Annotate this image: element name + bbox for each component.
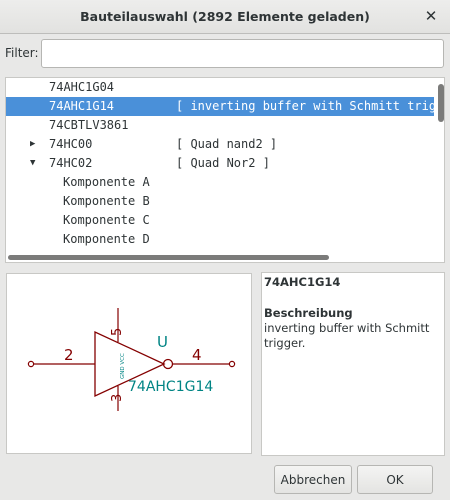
tree-row-name: 74HC02 xyxy=(49,156,93,170)
tree-row-name: Komponente D xyxy=(63,232,150,246)
tree-row-description: [ Quad nand2 ] xyxy=(176,137,278,151)
tree-row-name: Komponente A xyxy=(63,175,150,189)
tree-row-name: 74HC00 xyxy=(49,137,93,151)
tree-row-description: [ inverting buffer with Schmitt trigger … xyxy=(176,99,434,113)
info-part-name: 74AHC1G14 xyxy=(264,275,341,289)
tree-row[interactable]: Komponente A xyxy=(6,173,434,192)
tree-row[interactable]: 74AHC1G14 [ inverting buffer with Schmitt… xyxy=(6,97,434,116)
tree-row[interactable]: Komponente D xyxy=(6,230,434,249)
tree-row[interactable]: Komponente B xyxy=(6,192,434,211)
tree-row-name: Komponente C xyxy=(63,213,150,227)
vertical-scrollbar[interactable] xyxy=(437,78,444,250)
buffer-triangle xyxy=(94,330,166,398)
pin-in-number: 2 xyxy=(64,346,74,364)
horizontal-scrollbar[interactable] xyxy=(6,253,436,261)
tree-row-description: [ Quad Nor2 ] xyxy=(176,156,270,170)
tree-row-name: 74AHC1G14 xyxy=(49,99,115,113)
vertical-scroll-thumb[interactable] xyxy=(438,84,444,122)
cancel-button[interactable]: Abbrechen xyxy=(274,465,352,494)
value-label: 74AHC1G14 xyxy=(128,379,213,395)
tree-row-name: 74AHC1G04 xyxy=(49,80,115,94)
reference-label: U xyxy=(157,333,168,351)
info-panel: 74AHC1G14 Beschreibung inverting buffer … xyxy=(261,272,445,456)
tree-row[interactable]: 74AHC1G04 xyxy=(6,78,434,97)
tree-row-name: 74CBTLV3861 xyxy=(49,118,129,132)
tree-row[interactable]: ▼ 74HC02 [ Quad Nor2 ] xyxy=(6,154,434,173)
tree-row-name: Komponente B xyxy=(63,194,150,208)
info-description-heading: Beschreibung xyxy=(264,306,353,320)
collapsed-arrow-icon[interactable]: ▶ xyxy=(30,139,36,149)
tree-row[interactable]: ▶ 74HC00 [ Quad nand2 ] xyxy=(6,135,434,154)
title-bar: Bauteilauswahl (2892 Elemente geladen) ✕ xyxy=(0,0,450,34)
expanded-arrow-icon[interactable]: ▼ xyxy=(30,158,36,168)
filter-label: Filter: xyxy=(5,46,39,60)
filter-input[interactable] xyxy=(41,39,444,68)
input-pin-end xyxy=(27,360,35,368)
power-pin-names: GND VCC xyxy=(120,353,126,379)
pin-out-number: 4 xyxy=(192,346,202,364)
ok-button[interactable]: OK xyxy=(357,465,433,494)
tree-row[interactable]: 74CBTLV3861 xyxy=(6,116,434,135)
inverter-bubble xyxy=(162,358,174,370)
symbol-preview: 2 4 5 3 GND VCC U 74AHC1G14 xyxy=(6,273,252,454)
window-title: Bauteilauswahl (2892 Elemente geladen) xyxy=(80,9,370,24)
horizontal-scroll-thumb[interactable] xyxy=(8,255,329,260)
tree-row[interactable]: Komponente C xyxy=(6,211,434,230)
inverter-symbol: 2 4 5 3 GND VCC U 74AHC1G14 xyxy=(27,308,236,411)
output-pin-end xyxy=(228,360,236,368)
pin-top-number: 5 xyxy=(110,328,125,336)
info-description-text: inverting buffer with Schmitt trigger. xyxy=(264,321,430,350)
close-icon[interactable]: ✕ xyxy=(424,7,438,25)
component-tree[interactable]: 74AHC1G04 74AHC1G14 [ inverting buffer wit… xyxy=(5,77,445,263)
pin-bottom-number: 3 xyxy=(110,394,125,402)
